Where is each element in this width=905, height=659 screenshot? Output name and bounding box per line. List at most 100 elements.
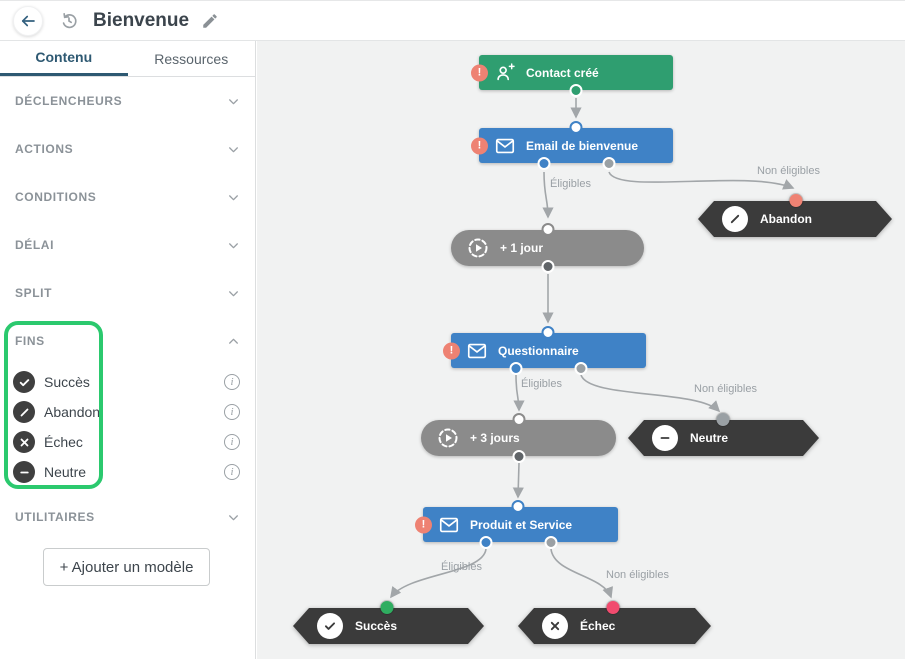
info-icon[interactable]: i xyxy=(224,404,240,420)
workflow-canvas[interactable]: Éligibles Non éligibles Éligibles Non él… xyxy=(257,41,905,659)
fins-item-echec[interactable]: Échec i xyxy=(0,427,255,457)
page-title: Bienvenue xyxy=(93,9,190,31)
node-label: Neutre xyxy=(690,431,729,445)
sidebar-tabs: Contenu Ressources xyxy=(0,41,255,77)
envelope-icon xyxy=(466,340,488,362)
fins-items: Succès i Abandon i Échec i Neutre i xyxy=(0,365,255,493)
input-port[interactable] xyxy=(380,601,394,614)
node-label: Questionnaire xyxy=(498,343,579,358)
slash-circle-icon xyxy=(722,206,748,232)
fins-item-neutre[interactable]: Neutre i xyxy=(0,457,255,487)
sidebar-section-actions[interactable]: ACTIONS xyxy=(0,125,255,173)
cross-circle-icon xyxy=(13,431,35,453)
node-questionnaire[interactable]: ! Questionnaire xyxy=(443,326,646,375)
node-produit-service[interactable]: ! Produit et Service xyxy=(415,500,618,549)
pencil-icon xyxy=(203,13,217,28)
node-label: Échec xyxy=(580,619,616,633)
chevron-down-icon xyxy=(227,511,240,524)
eligible-port[interactable] xyxy=(479,536,493,549)
chevron-down-icon xyxy=(227,95,240,108)
node-label: Email de bienvenue xyxy=(526,138,639,153)
input-port[interactable] xyxy=(511,500,525,513)
info-icon[interactable]: i xyxy=(224,464,240,480)
edge-label-non-eligibles: Non éligibles xyxy=(606,569,669,581)
workflow-edges xyxy=(390,98,795,599)
input-port[interactable] xyxy=(606,601,620,614)
node-label: + 1 jour xyxy=(500,241,544,255)
non-eligible-port[interactable] xyxy=(574,362,588,375)
output-port[interactable] xyxy=(569,84,583,97)
node-abandon[interactable]: Abandon xyxy=(698,194,892,237)
envelope-icon xyxy=(438,514,460,536)
minus-circle-icon xyxy=(13,461,35,483)
timer-icon xyxy=(466,236,490,260)
node-delai-1-jour[interactable]: + 1 jour xyxy=(451,223,644,273)
sidebar-section-split[interactable]: SPLIT xyxy=(0,269,255,317)
sidebar-section-declencheurs[interactable]: DÉCLENCHEURS xyxy=(0,77,255,125)
output-port[interactable] xyxy=(512,450,526,463)
node-label: Succès xyxy=(355,619,398,633)
timer-icon xyxy=(436,426,460,450)
node-label: Abandon xyxy=(760,212,812,226)
chevron-up-icon xyxy=(227,335,240,348)
info-icon[interactable]: i xyxy=(224,374,240,390)
output-port[interactable] xyxy=(541,260,555,273)
sidebar-section-utilitaires[interactable]: UTILITAIRES xyxy=(0,493,255,541)
slash-circle-icon xyxy=(13,401,35,423)
person-plus-icon xyxy=(494,62,516,84)
warning-badge: ! xyxy=(415,516,432,533)
input-port[interactable] xyxy=(512,413,526,426)
node-email-bienvenue[interactable]: ! Email de bienvenue xyxy=(471,121,673,170)
fins-item-succes[interactable]: Succès i xyxy=(0,367,255,397)
fins-item-abandon[interactable]: Abandon i xyxy=(0,397,255,427)
history-icon xyxy=(62,12,77,28)
add-template-button[interactable]: + Ajouter un modèle xyxy=(43,548,210,586)
cross-circle-icon xyxy=(542,613,568,639)
chevron-down-icon xyxy=(227,191,240,204)
envelope-icon xyxy=(494,135,516,157)
sidebar: Contenu Ressources DÉCLENCHEURS ACTIONS … xyxy=(0,41,256,659)
tab-ressources[interactable]: Ressources xyxy=(154,50,229,67)
warning-badge: ! xyxy=(471,64,488,81)
edge-label-non-eligibles: Non éligibles xyxy=(757,165,820,177)
node-succes[interactable]: Succès xyxy=(293,601,484,644)
warning-badge: ! xyxy=(443,342,460,359)
minus-circle-icon xyxy=(652,425,678,451)
eligible-port[interactable] xyxy=(509,362,523,375)
non-eligible-port[interactable] xyxy=(602,157,616,170)
non-eligible-port[interactable] xyxy=(544,536,558,549)
node-label: + 3 jours xyxy=(470,431,520,445)
edge-label-eligibles: Éligibles xyxy=(441,561,482,573)
check-circle-icon xyxy=(317,613,343,639)
node-echec[interactable]: Échec xyxy=(518,601,711,644)
warning-badge: ! xyxy=(471,137,488,154)
node-neutre[interactable]: Neutre xyxy=(628,413,819,456)
input-port[interactable] xyxy=(789,194,803,207)
sidebar-section-conditions[interactable]: CONDITIONS xyxy=(0,173,255,221)
info-icon[interactable]: i xyxy=(224,434,240,450)
node-delai-3-jours[interactable]: + 3 jours xyxy=(421,413,616,463)
eligible-port[interactable] xyxy=(537,157,551,170)
node-contact-cree[interactable]: ! Contact créé xyxy=(471,55,673,97)
chevron-down-icon xyxy=(227,287,240,300)
input-port[interactable] xyxy=(541,223,555,236)
edit-title-button[interactable] xyxy=(201,12,219,30)
check-circle-icon xyxy=(13,371,35,393)
chevron-down-icon xyxy=(227,143,240,156)
node-label: Produit et Service xyxy=(470,517,573,532)
edge-label-non-eligibles: Non éligibles xyxy=(694,383,757,395)
edge-label-eligibles: Éligibles xyxy=(521,378,562,390)
input-port[interactable] xyxy=(569,121,583,134)
history-button[interactable] xyxy=(59,11,79,31)
sidebar-section-fins[interactable]: FINS xyxy=(0,317,255,365)
top-header: Bienvenue xyxy=(0,1,905,41)
back-button[interactable] xyxy=(13,5,43,36)
input-port[interactable] xyxy=(716,413,730,426)
sidebar-section-delai[interactable]: DÉLAI xyxy=(0,221,255,269)
edge-label-eligibles: Éligibles xyxy=(550,178,591,190)
tab-contenu[interactable]: Contenu xyxy=(0,41,128,76)
input-port[interactable] xyxy=(541,326,555,339)
node-label: Contact créé xyxy=(526,65,599,80)
chevron-down-icon xyxy=(227,239,240,252)
